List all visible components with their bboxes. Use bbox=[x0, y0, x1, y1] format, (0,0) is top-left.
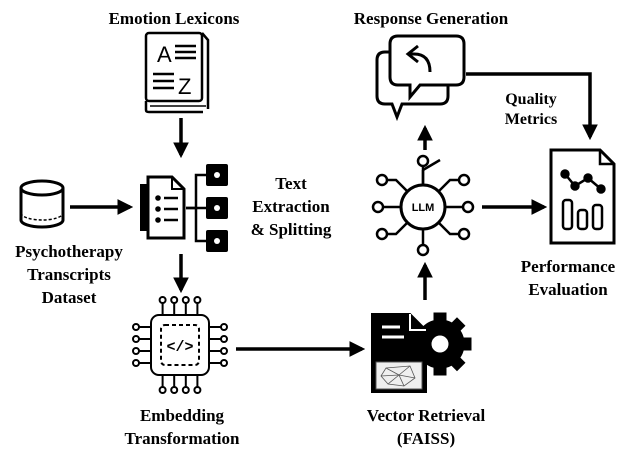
dataset-label-line3: Dataset bbox=[42, 288, 97, 307]
chip-pin-end bbox=[132, 335, 140, 343]
vector-database-icon bbox=[371, 312, 472, 393]
chart-document-icon bbox=[549, 148, 616, 245]
chip-pin-end bbox=[132, 347, 140, 355]
quality-metrics-label-line1: Quality bbox=[505, 91, 557, 108]
chip-pin-end bbox=[193, 386, 202, 394]
chip-pin-end bbox=[170, 296, 179, 304]
chip-pin-end bbox=[220, 347, 228, 355]
chip-pin-end bbox=[220, 359, 228, 367]
embedding-label-line2: Transformation bbox=[125, 429, 240, 448]
quality-metrics-label-line2: Metrics bbox=[505, 111, 557, 128]
chip-pin-end bbox=[158, 296, 167, 304]
chip-pin-end bbox=[181, 296, 190, 304]
response-generation-label: Response Generation bbox=[354, 9, 509, 28]
performance-evaluation-label-line1: Performance bbox=[521, 257, 616, 276]
svg-text:</>: </> bbox=[166, 339, 193, 356]
dataset-label-line1: Psychotherapy bbox=[15, 242, 123, 261]
text-extraction-label-line1: Text bbox=[275, 174, 307, 193]
emotion-lexicons-label: Emotion Lexicons bbox=[109, 9, 240, 28]
database-icon bbox=[19, 179, 65, 229]
vector-retrieval-label-line1: Vector Retrieval bbox=[367, 406, 486, 425]
arrow-response-to-performance bbox=[466, 72, 598, 141]
svg-text:LLM: LLM bbox=[412, 202, 435, 214]
embedding-chip-icon: </> bbox=[132, 296, 228, 394]
chip-pin-end bbox=[158, 386, 167, 394]
chip-pin-end bbox=[132, 359, 140, 367]
dataset-label-line2: Transcripts bbox=[27, 265, 111, 284]
chip-pin-end bbox=[193, 296, 202, 304]
chip-pin-end bbox=[181, 386, 190, 394]
connectors bbox=[70, 72, 598, 357]
chip-pin-end bbox=[170, 386, 179, 394]
chip-pin-end bbox=[220, 335, 228, 343]
document-split-icon bbox=[140, 164, 228, 252]
chat-bubbles-icon bbox=[375, 34, 466, 122]
chip-pin-end bbox=[220, 323, 228, 331]
llm-network-icon: LLM bbox=[371, 154, 475, 257]
text-extraction-label-line2: Extraction bbox=[252, 197, 330, 216]
svg-text:Z: Z bbox=[178, 74, 191, 99]
vector-retrieval-label-line2: (FAISS) bbox=[397, 429, 455, 448]
text-extraction-label-line3: & Splitting bbox=[251, 220, 332, 239]
performance-evaluation-label-line2: Evaluation bbox=[528, 280, 608, 299]
chip-pin-end bbox=[132, 323, 140, 331]
svg-text:A: A bbox=[157, 42, 172, 67]
book-icon: A Z bbox=[144, 31, 210, 114]
embedding-label-line1: Embedding bbox=[140, 406, 225, 425]
